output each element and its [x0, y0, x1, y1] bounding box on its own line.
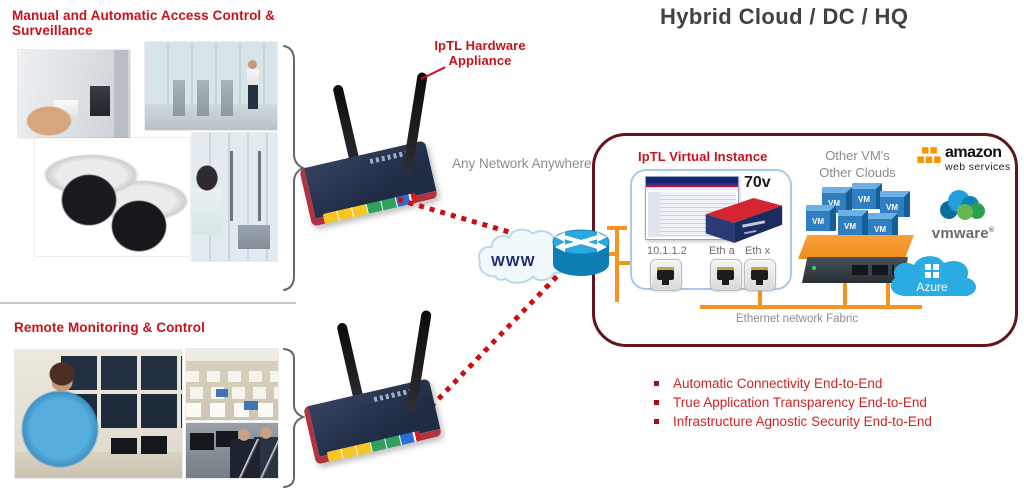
computer-lab-photo [186, 349, 278, 420]
ethx-drop-line [758, 284, 762, 309]
list-item: True Application Transparency End-to-End [650, 393, 1020, 412]
dome-cameras-photo [35, 138, 190, 256]
section-divider [0, 302, 296, 304]
hardware-appliance-label: IpTL Hardware Appliance [434, 38, 526, 68]
other-vms-line2: Other Clouds [819, 165, 896, 180]
azure-cloud-icon: Azure [890, 256, 977, 296]
aws-logo: amazon web services [916, 145, 1011, 173]
benefits-list: Automatic Connectivity End-to-End True A… [650, 374, 1020, 431]
azure-wordmark: Azure [916, 280, 948, 294]
any-network-label: Any Network Anywhere [452, 156, 592, 171]
vmware-logo: vmware® [928, 188, 998, 242]
server-chassis [802, 257, 908, 283]
vm-platform [798, 235, 914, 259]
eth-a-label: Eth a [709, 245, 735, 257]
bullet-text: True Application Transparency End-to-End [673, 395, 927, 410]
server-leg-2 [886, 278, 890, 307]
iptl-hardware-router [292, 70, 442, 227]
bullet-text: Infrastructure Agnostic Security End-to-… [673, 414, 932, 429]
ip-label: 10.1.1.2 [647, 245, 687, 257]
aws-boxes-icon [916, 146, 942, 164]
vmware-wordmark: vmware® [928, 225, 998, 242]
fabric-line [700, 305, 922, 309]
vmware-word: vmware [931, 225, 989, 242]
list-item: Automatic Connectivity End-to-End [650, 374, 1020, 393]
vmware-cloud-icon [940, 190, 985, 220]
amazon-wordmark: amazon [945, 144, 1002, 161]
vm-server-stack: VM VM VM VM VM VM [798, 183, 918, 285]
virtual-instance-heading: IpTL Virtual Instance [638, 149, 768, 164]
router-body [303, 378, 442, 465]
model-70v-label: 70v [744, 174, 771, 191]
list-item: Infrastructure Agnostic Security End-to-… [650, 412, 1020, 431]
access-card-photo [18, 50, 130, 138]
remote-monitoring-heading: Remote Monitoring & Control [14, 320, 205, 335]
vmware-registered-mark: ® [988, 227, 995, 234]
bullet-text: Automatic Connectivity End-to-End [673, 376, 883, 391]
iptl-hardware-router [296, 308, 446, 465]
workstations-photo [186, 423, 278, 478]
eth-x-label: Eth x [745, 245, 771, 257]
cisco-router-icon [552, 229, 610, 276]
turnstile-photo [145, 42, 277, 130]
access-control-heading: Manual and Automatic Access Control & Su… [12, 8, 275, 38]
other-vms-line1: Other VM's [825, 148, 890, 163]
fabric-label: Ethernet network Fabric [736, 313, 859, 325]
orange-bus-line [615, 228, 619, 302]
rj45-port-icon [650, 259, 682, 291]
rj45-port-icon [744, 259, 776, 291]
page-title: Hybrid Cloud / DC / HQ [660, 4, 909, 29]
server-leg-1 [843, 278, 847, 307]
www-label: WWW [491, 254, 536, 270]
control-room-photo [15, 350, 182, 478]
vm-cube-icon: VM [880, 191, 910, 217]
lobby-monitoring-photo [192, 133, 277, 261]
other-vms-label: Other VM's Other Clouds [795, 147, 920, 181]
router-body [299, 140, 438, 227]
vm-cube-icon: VM [852, 183, 882, 209]
vm-cube-icon: VM [838, 210, 868, 236]
vm-cube-icon: VM [806, 205, 836, 231]
router-to-bus-line [605, 252, 619, 256]
aws-subtext: web services [945, 161, 1011, 173]
vm-cube-icon: VM [868, 213, 898, 239]
aws-text: amazon web services [945, 144, 1011, 174]
70v-appliance-box [705, 198, 783, 243]
rj45-port-icon [710, 259, 742, 291]
